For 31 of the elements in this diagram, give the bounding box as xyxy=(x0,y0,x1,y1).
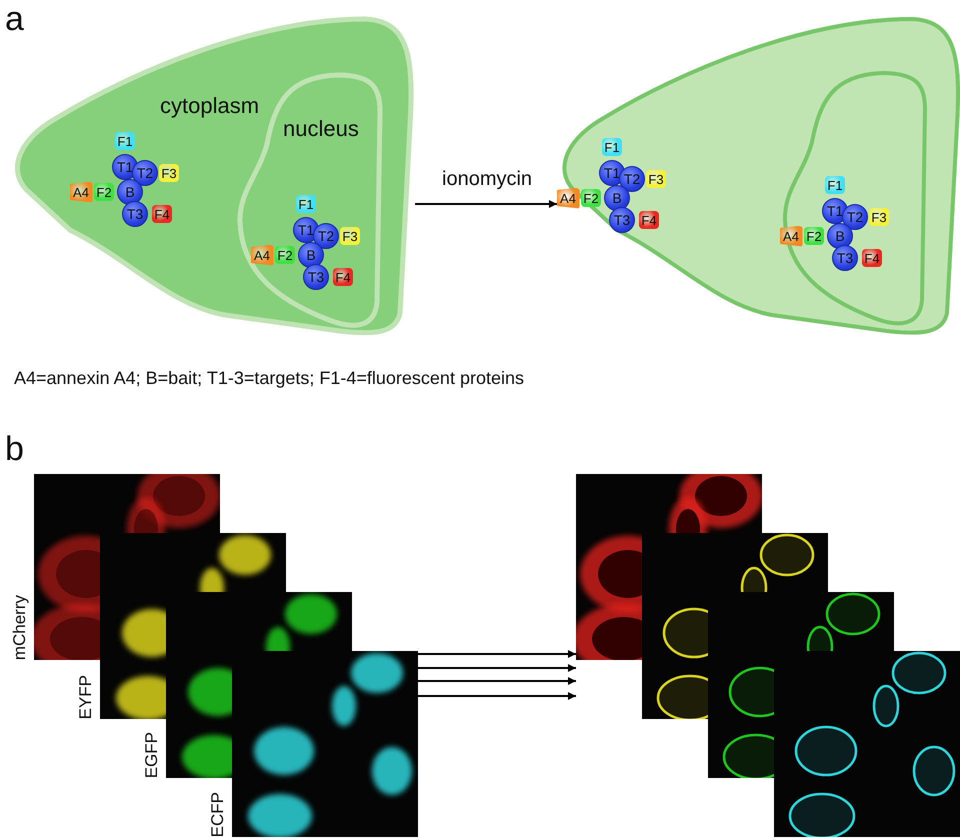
arrow xyxy=(418,664,576,672)
fluorescent-tag: F4 xyxy=(152,205,172,223)
channel-label: ECFP xyxy=(208,792,228,837)
panel-letter: b xyxy=(5,430,24,469)
arrow xyxy=(418,677,576,685)
channel-label: mCherry xyxy=(10,594,30,660)
fluorescent-tag: F3 xyxy=(869,208,889,226)
fluorescent-tag: F4 xyxy=(333,268,353,286)
compartment-label: nucleus xyxy=(283,116,359,142)
channel-label: EGFP xyxy=(142,732,162,778)
panel-letter: a xyxy=(5,0,24,39)
annexin-tag: A4 xyxy=(556,188,580,208)
fluorescent-tag: F4 xyxy=(639,211,659,229)
fluorescent-tag: F1 xyxy=(825,176,845,194)
arrow xyxy=(415,200,557,208)
key-text: A4=annexin A4; B=bait; T1-3=targets; F1-4=fluorescent proteins xyxy=(14,368,524,389)
fluorescent-tag: F4 xyxy=(862,249,882,267)
fluorescent-tag: F1 xyxy=(602,138,622,156)
fluorescent-tag: F1 xyxy=(115,132,135,150)
fluorescent-tag: F3 xyxy=(646,170,666,188)
fluorescent-tag: F2 xyxy=(581,189,601,207)
fluorescent-tag: F2 xyxy=(804,227,824,245)
channel-label: EYFP xyxy=(76,674,96,719)
fluorescent-tag: F2 xyxy=(275,246,295,264)
fluorescent-tag: F1 xyxy=(296,195,316,213)
arrow xyxy=(418,650,576,658)
fluorescent-tag: F2 xyxy=(94,183,114,201)
fluorescent-tag: F3 xyxy=(340,227,360,245)
compartment-label: cytoplasm xyxy=(160,93,260,119)
fluorescent-tag: F3 xyxy=(159,164,179,182)
arrow xyxy=(418,692,576,700)
